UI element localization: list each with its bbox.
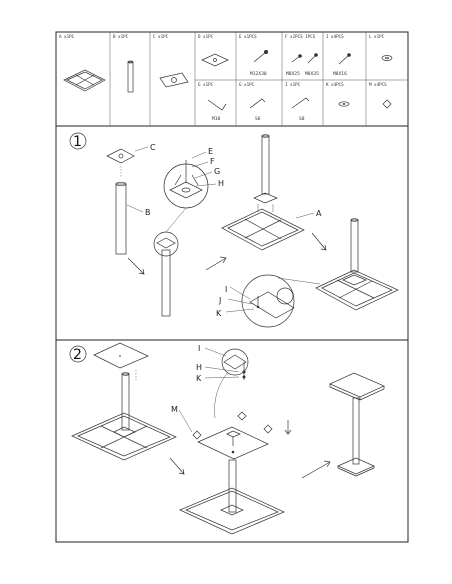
step1: 1 C B E F G	[69, 132, 399, 328]
step2-top-upside	[197, 426, 269, 460]
cell-label-C: C x1PC	[153, 34, 169, 39]
step2-final-table	[329, 372, 385, 477]
step2-arrow-2	[301, 460, 331, 479]
step2-number-badge	[69, 345, 87, 363]
callout-I: I	[225, 285, 227, 294]
callout-B: B	[145, 208, 151, 217]
step1-column-assembled	[153, 207, 187, 317]
part-F-code-1: M8X25	[286, 71, 300, 77]
part-H-hex-key-icon: S6	[249, 98, 266, 122]
cell-label-D: D x1PC	[198, 34, 214, 39]
parts-table: A x1PC B x1PC C x1PC D x1PC E x1PCS F x2…	[59, 32, 408, 126]
step2-arrow-1	[169, 457, 185, 475]
callout-E: E	[208, 147, 213, 156]
part-E-code: M12X30	[250, 71, 267, 77]
step1-frame	[55, 125, 409, 341]
step1-column-on-base: A	[221, 134, 322, 251]
cell-label-J: J x4PCS	[326, 34, 344, 39]
step1-arrow-1	[127, 257, 145, 275]
callout-K: K	[216, 309, 222, 318]
step2-number: 2	[73, 347, 82, 363]
cell-label-B: B x1PC	[113, 34, 129, 39]
cell-label-G: G x1PC	[198, 82, 214, 87]
step2-column-inverted	[179, 459, 285, 535]
step2-table-top	[93, 342, 149, 380]
cell-label-E: E x1PCS	[239, 34, 257, 39]
part-F-code-2: M8X35	[305, 71, 319, 77]
part-G-code: M10	[212, 116, 221, 122]
callout-J: J	[218, 296, 221, 305]
parts-table-frame	[55, 31, 409, 127]
part-B-column-icon	[127, 60, 134, 93]
step1-base-assembled	[315, 218, 399, 311]
step2-arrow-down	[284, 420, 292, 435]
cell-label-K: K x4PCS	[326, 82, 344, 87]
step1-detail-screws: E F G H	[163, 147, 224, 209]
part-A-base-frame-icon	[63, 69, 106, 92]
step1-number-badge	[69, 132, 87, 150]
callout-H: H	[218, 179, 224, 188]
step1-column: B	[115, 181, 151, 255]
step1-number: 1	[73, 134, 82, 150]
cell-label-I: I x1PC	[285, 82, 301, 87]
part-F-screw-icon: M8X25 M8X35	[286, 53, 319, 77]
part-G-hex-key-icon: M10	[207, 99, 227, 122]
cell-label-F: F x2PCS 1PCS	[285, 34, 316, 39]
part-J-bolt-icon: M8X16	[333, 53, 351, 77]
step2-foot-pads: M	[171, 405, 273, 440]
callout-F: F	[210, 157, 215, 166]
part-J-code: M8X16	[333, 71, 347, 77]
step1-arrow-3	[311, 232, 327, 251]
step1-arrow-2	[205, 256, 227, 271]
callout-H-step2: H	[196, 363, 202, 372]
part-D-mounting-plate-icon	[201, 53, 229, 67]
step2: 2 M	[69, 342, 385, 535]
part-I-hex-key-icon: S8	[291, 97, 310, 122]
part-L-washer-icon	[381, 55, 393, 61]
callout-A: A	[316, 209, 322, 218]
part-C-top-plate-icon	[159, 72, 189, 88]
part-H-code: S6	[255, 116, 261, 122]
step2-detail-bolt: I H K	[196, 344, 249, 419]
cell-label-L: L x1PC	[369, 34, 385, 39]
callout-K-step2: K	[196, 374, 202, 383]
step2-column-on-base	[71, 372, 177, 461]
part-M-foot-pad-icon	[382, 99, 392, 109]
callout-I-step2: I	[198, 344, 200, 353]
cell-label-A: A x1PC	[59, 34, 75, 39]
cell-label-M: M x4PCS	[369, 82, 387, 87]
step1-detail-bolts: I J K	[216, 274, 321, 328]
part-K-washer-icon	[338, 101, 350, 107]
callout-G: G	[214, 167, 220, 176]
step1-top-plate: C	[106, 143, 156, 164]
part-I-code: S8	[299, 116, 305, 122]
callout-M: M	[171, 405, 178, 414]
cell-label-H: G x1PC	[239, 82, 255, 87]
step2-frame	[55, 339, 409, 543]
callout-C: C	[150, 143, 156, 152]
part-E-bolt-icon: M12X30	[250, 50, 268, 77]
